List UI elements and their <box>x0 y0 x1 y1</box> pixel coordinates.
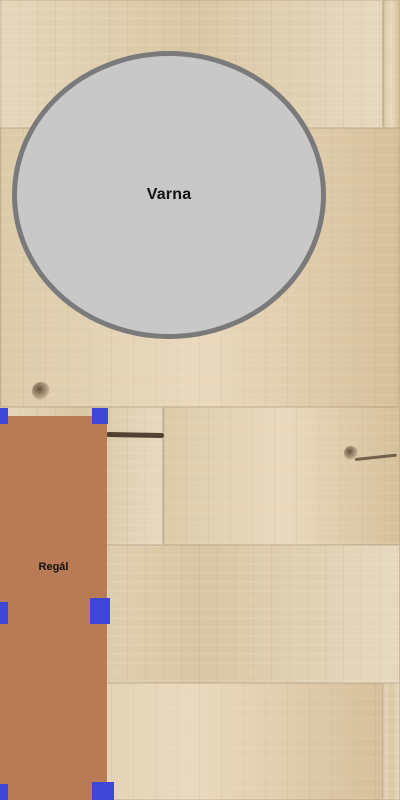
wood-floor-plank <box>383 0 400 128</box>
resize-handle-top-right[interactable] <box>92 408 108 424</box>
wood-floor-plank <box>163 407 400 545</box>
regal-label: Regál <box>38 561 69 573</box>
resize-handle-middle-left[interactable] <box>0 602 8 624</box>
resize-handle-bottom-right[interactable] <box>92 782 114 800</box>
resize-handle-middle-right[interactable] <box>90 598 110 624</box>
varna-object[interactable]: Varna <box>12 51 326 339</box>
resize-handle-bottom-left[interactable] <box>0 784 8 800</box>
resize-handle-top-left[interactable] <box>0 408 8 424</box>
wood-floor-plank <box>383 683 400 800</box>
regal-object[interactable]: Regál <box>0 408 114 800</box>
varna-label: Varna <box>146 186 192 203</box>
